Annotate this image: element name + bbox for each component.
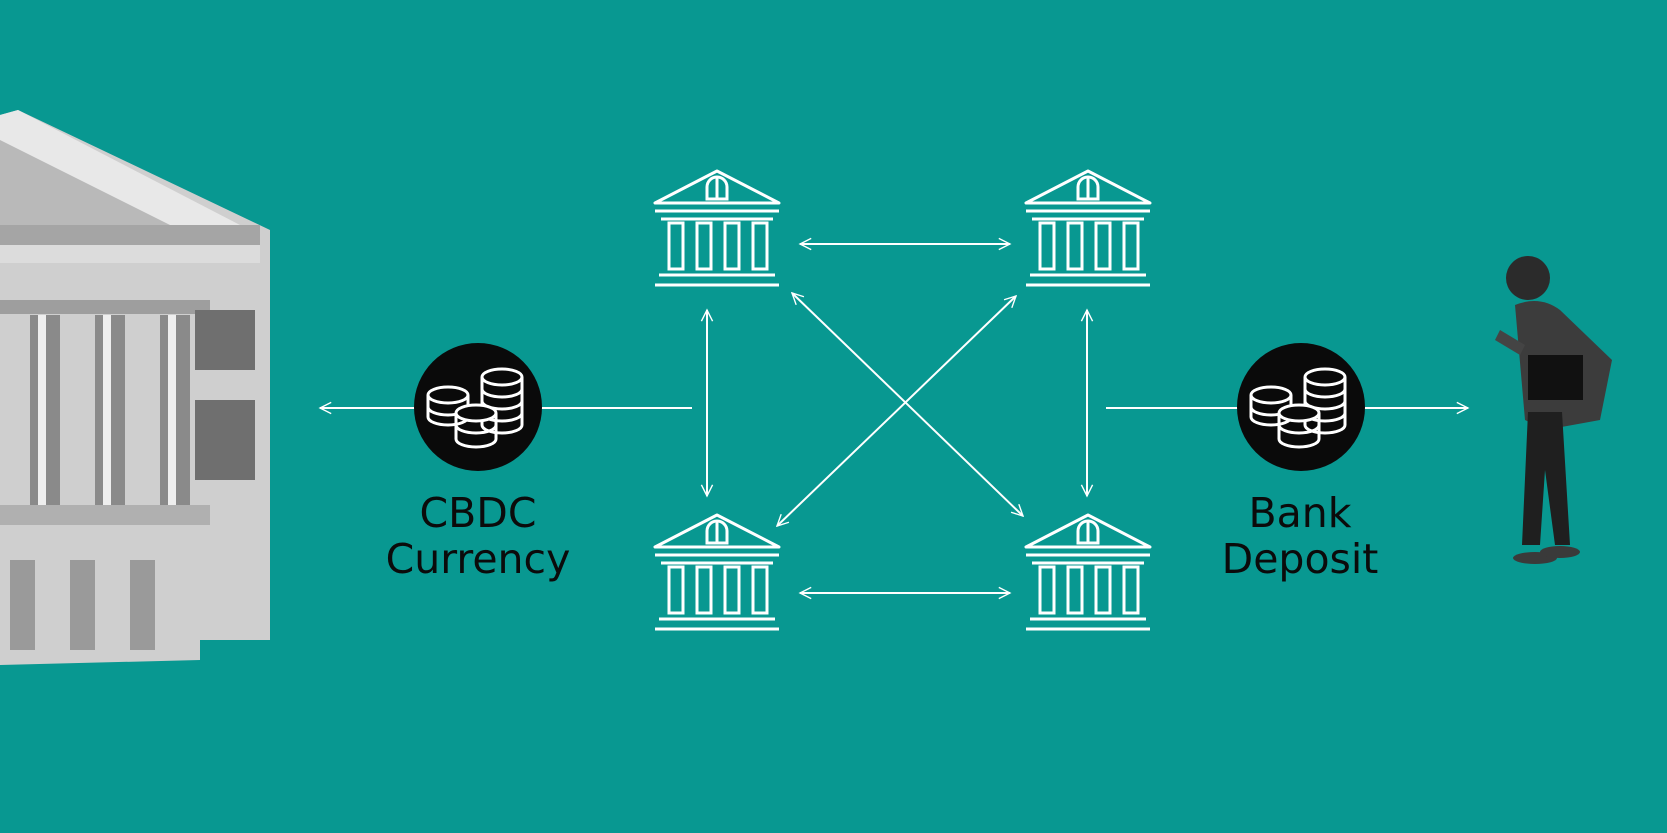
person-with-phone [1495, 256, 1612, 564]
deposit-label-line1: Bank [1248, 489, 1352, 537]
bank-icon [1024, 169, 1152, 287]
arrow-diagonal-1 [792, 293, 1023, 516]
bank-icon [653, 513, 781, 631]
bank-deposit-label: Bank Deposit [1200, 490, 1400, 582]
deposit-label-line2: Deposit [1221, 535, 1379, 583]
cbdc-currency-label: CBDC Currency [378, 490, 578, 582]
cbdc-label-line1: CBDC [419, 489, 537, 537]
central-bank-building [0, 110, 270, 665]
arrow-diagonal-2 [777, 296, 1016, 526]
bank-icon [653, 169, 781, 287]
coin-stack-icon [1235, 341, 1367, 473]
coin-stack-icon [412, 341, 544, 473]
cbdc-label-line2: Currency [385, 535, 571, 583]
bank-icon [1024, 513, 1152, 631]
